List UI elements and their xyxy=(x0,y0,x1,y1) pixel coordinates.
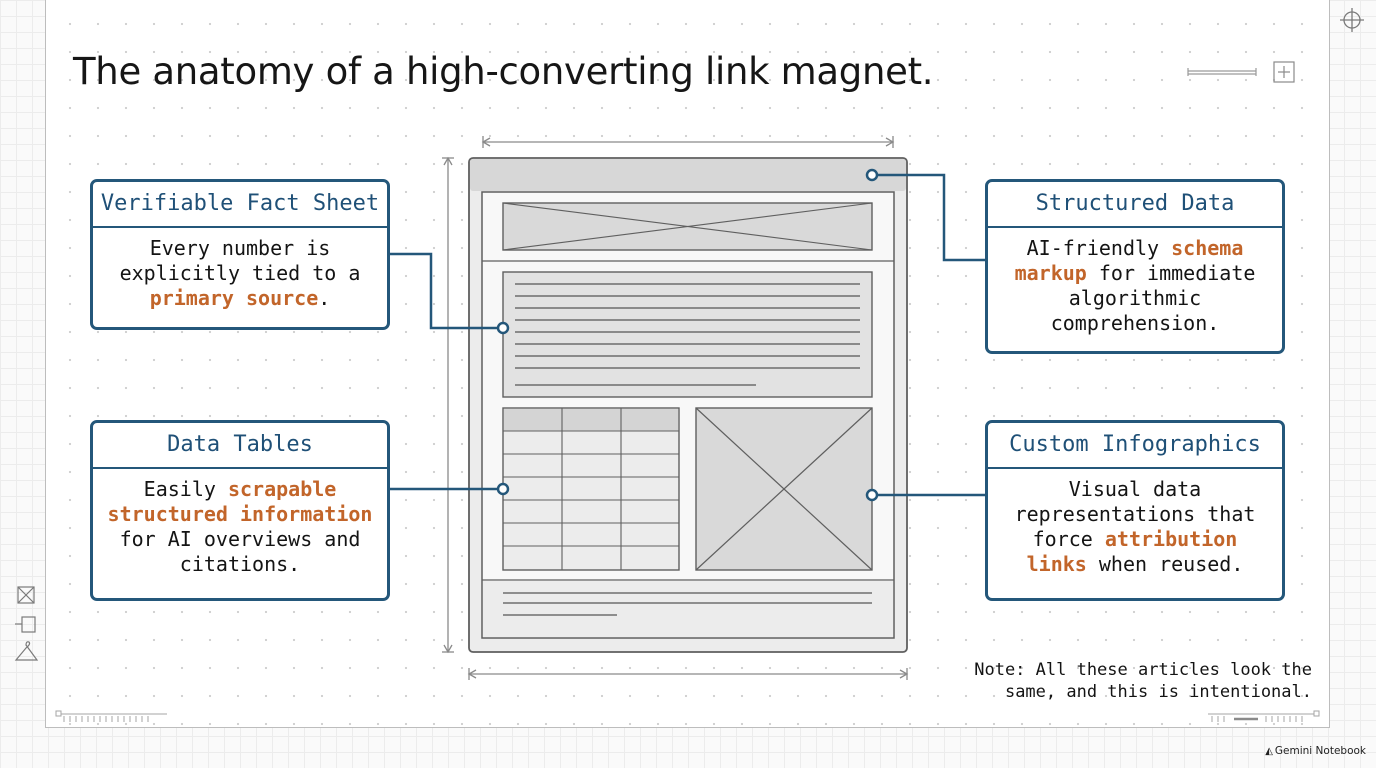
image-placeholder-icon[interactable] xyxy=(17,586,35,604)
data-tables-card: Data Tables Easily scrapable structured … xyxy=(90,420,390,601)
card-title: Data Tables xyxy=(93,423,387,469)
article-wireframe xyxy=(468,157,908,653)
card-title: Verifiable Fact Sheet xyxy=(93,182,387,228)
note-text: Note: All these articles look the same, … xyxy=(974,660,1312,702)
bottom-right-ruler xyxy=(1208,710,1320,722)
page-title: The anatomy of a high-converting link ma… xyxy=(73,50,934,93)
crosshair-icon xyxy=(1340,8,1364,32)
connector-dots xyxy=(496,168,879,502)
left-tool-icons xyxy=(14,586,39,661)
dimension-arrows xyxy=(442,136,909,680)
card-body: Easily scrapable structured information … xyxy=(107,477,373,576)
highlight-text: primary source xyxy=(149,286,319,310)
plus-icon xyxy=(1273,61,1295,83)
card-body: Visual data representations that force a… xyxy=(1014,477,1256,576)
highlight-text: schema markup xyxy=(1014,236,1244,285)
hanger-icon[interactable] xyxy=(14,641,39,661)
card-title: Structured Data xyxy=(988,182,1282,228)
card-body: Every number is explicitly tied to a pri… xyxy=(119,236,361,310)
infographics-card: Custom Infographics Visual data represen… xyxy=(985,420,1285,601)
highlight-text: attribution links xyxy=(1026,527,1238,576)
structured-data-card: Structured Data AI-friendly schema marku… xyxy=(985,179,1285,354)
frame-icon[interactable] xyxy=(15,616,36,633)
fact-sheet-card: Verifiable Fact Sheet Every number is ex… xyxy=(90,179,390,330)
gemini-logo-icon: ◭ xyxy=(1265,746,1273,757)
brand-name: Gemini Notebook xyxy=(1274,745,1366,757)
scale-bar xyxy=(1187,68,1257,76)
card-title: Custom Infographics xyxy=(988,423,1282,469)
bottom-left-ruler xyxy=(55,710,167,722)
highlight-text: scrapable structured information xyxy=(107,477,373,526)
brand-label[interactable]: ◭Gemini Notebook xyxy=(1265,745,1366,757)
connectors xyxy=(390,173,987,497)
card-body: AI-friendly schema markup for immediate … xyxy=(1014,236,1256,335)
